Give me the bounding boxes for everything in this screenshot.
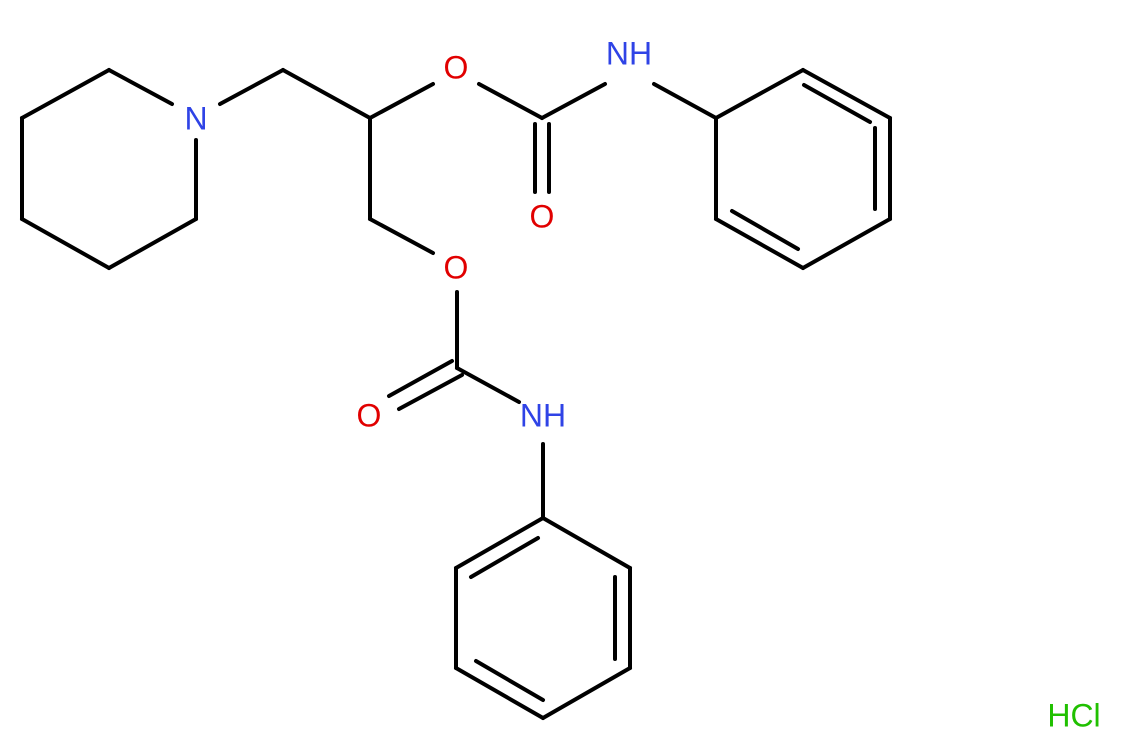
bond [281, 68, 372, 120]
bond [454, 666, 545, 720]
bond [474, 659, 545, 702]
carbonyl-oxygen-bottom-label: O [357, 397, 382, 433]
carbamate-bottom [387, 290, 545, 520]
bond [368, 82, 435, 120]
bond [387, 359, 454, 398]
nh-top-label: NH [606, 35, 652, 71]
bond [652, 82, 718, 120]
carbamate-top [477, 82, 718, 194]
propanediol-chain [218, 68, 435, 255]
bond [455, 366, 521, 404]
bond [714, 217, 805, 270]
carbonyl-oxygen-top-label: O [530, 198, 555, 234]
nh-bottom-label: NH [520, 397, 566, 433]
phenyl-ring-bottom [454, 516, 632, 720]
bond [397, 373, 464, 411]
bond [469, 536, 540, 579]
bond [107, 217, 198, 270]
bond [801, 68, 892, 120]
ester-oxygen-top-label: O [444, 49, 469, 85]
bond [454, 516, 545, 570]
bond [714, 68, 805, 120]
bond [20, 68, 111, 120]
ester-oxygen-bottom-label: O [444, 249, 469, 285]
hcl-salt-label: HCl [1047, 697, 1100, 733]
bond [218, 68, 285, 106]
bond [540, 82, 607, 120]
piperidine-ring [20, 68, 198, 270]
bond [730, 209, 800, 251]
bond [477, 82, 544, 120]
bond [368, 217, 435, 255]
phenyl-ring-top [714, 68, 892, 270]
bond [802, 83, 872, 124]
bond [20, 217, 111, 270]
bond [541, 666, 632, 720]
bond [541, 516, 632, 570]
bond [801, 217, 892, 270]
bond [107, 68, 174, 106]
piperidine-nitrogen-label: N [184, 100, 207, 136]
